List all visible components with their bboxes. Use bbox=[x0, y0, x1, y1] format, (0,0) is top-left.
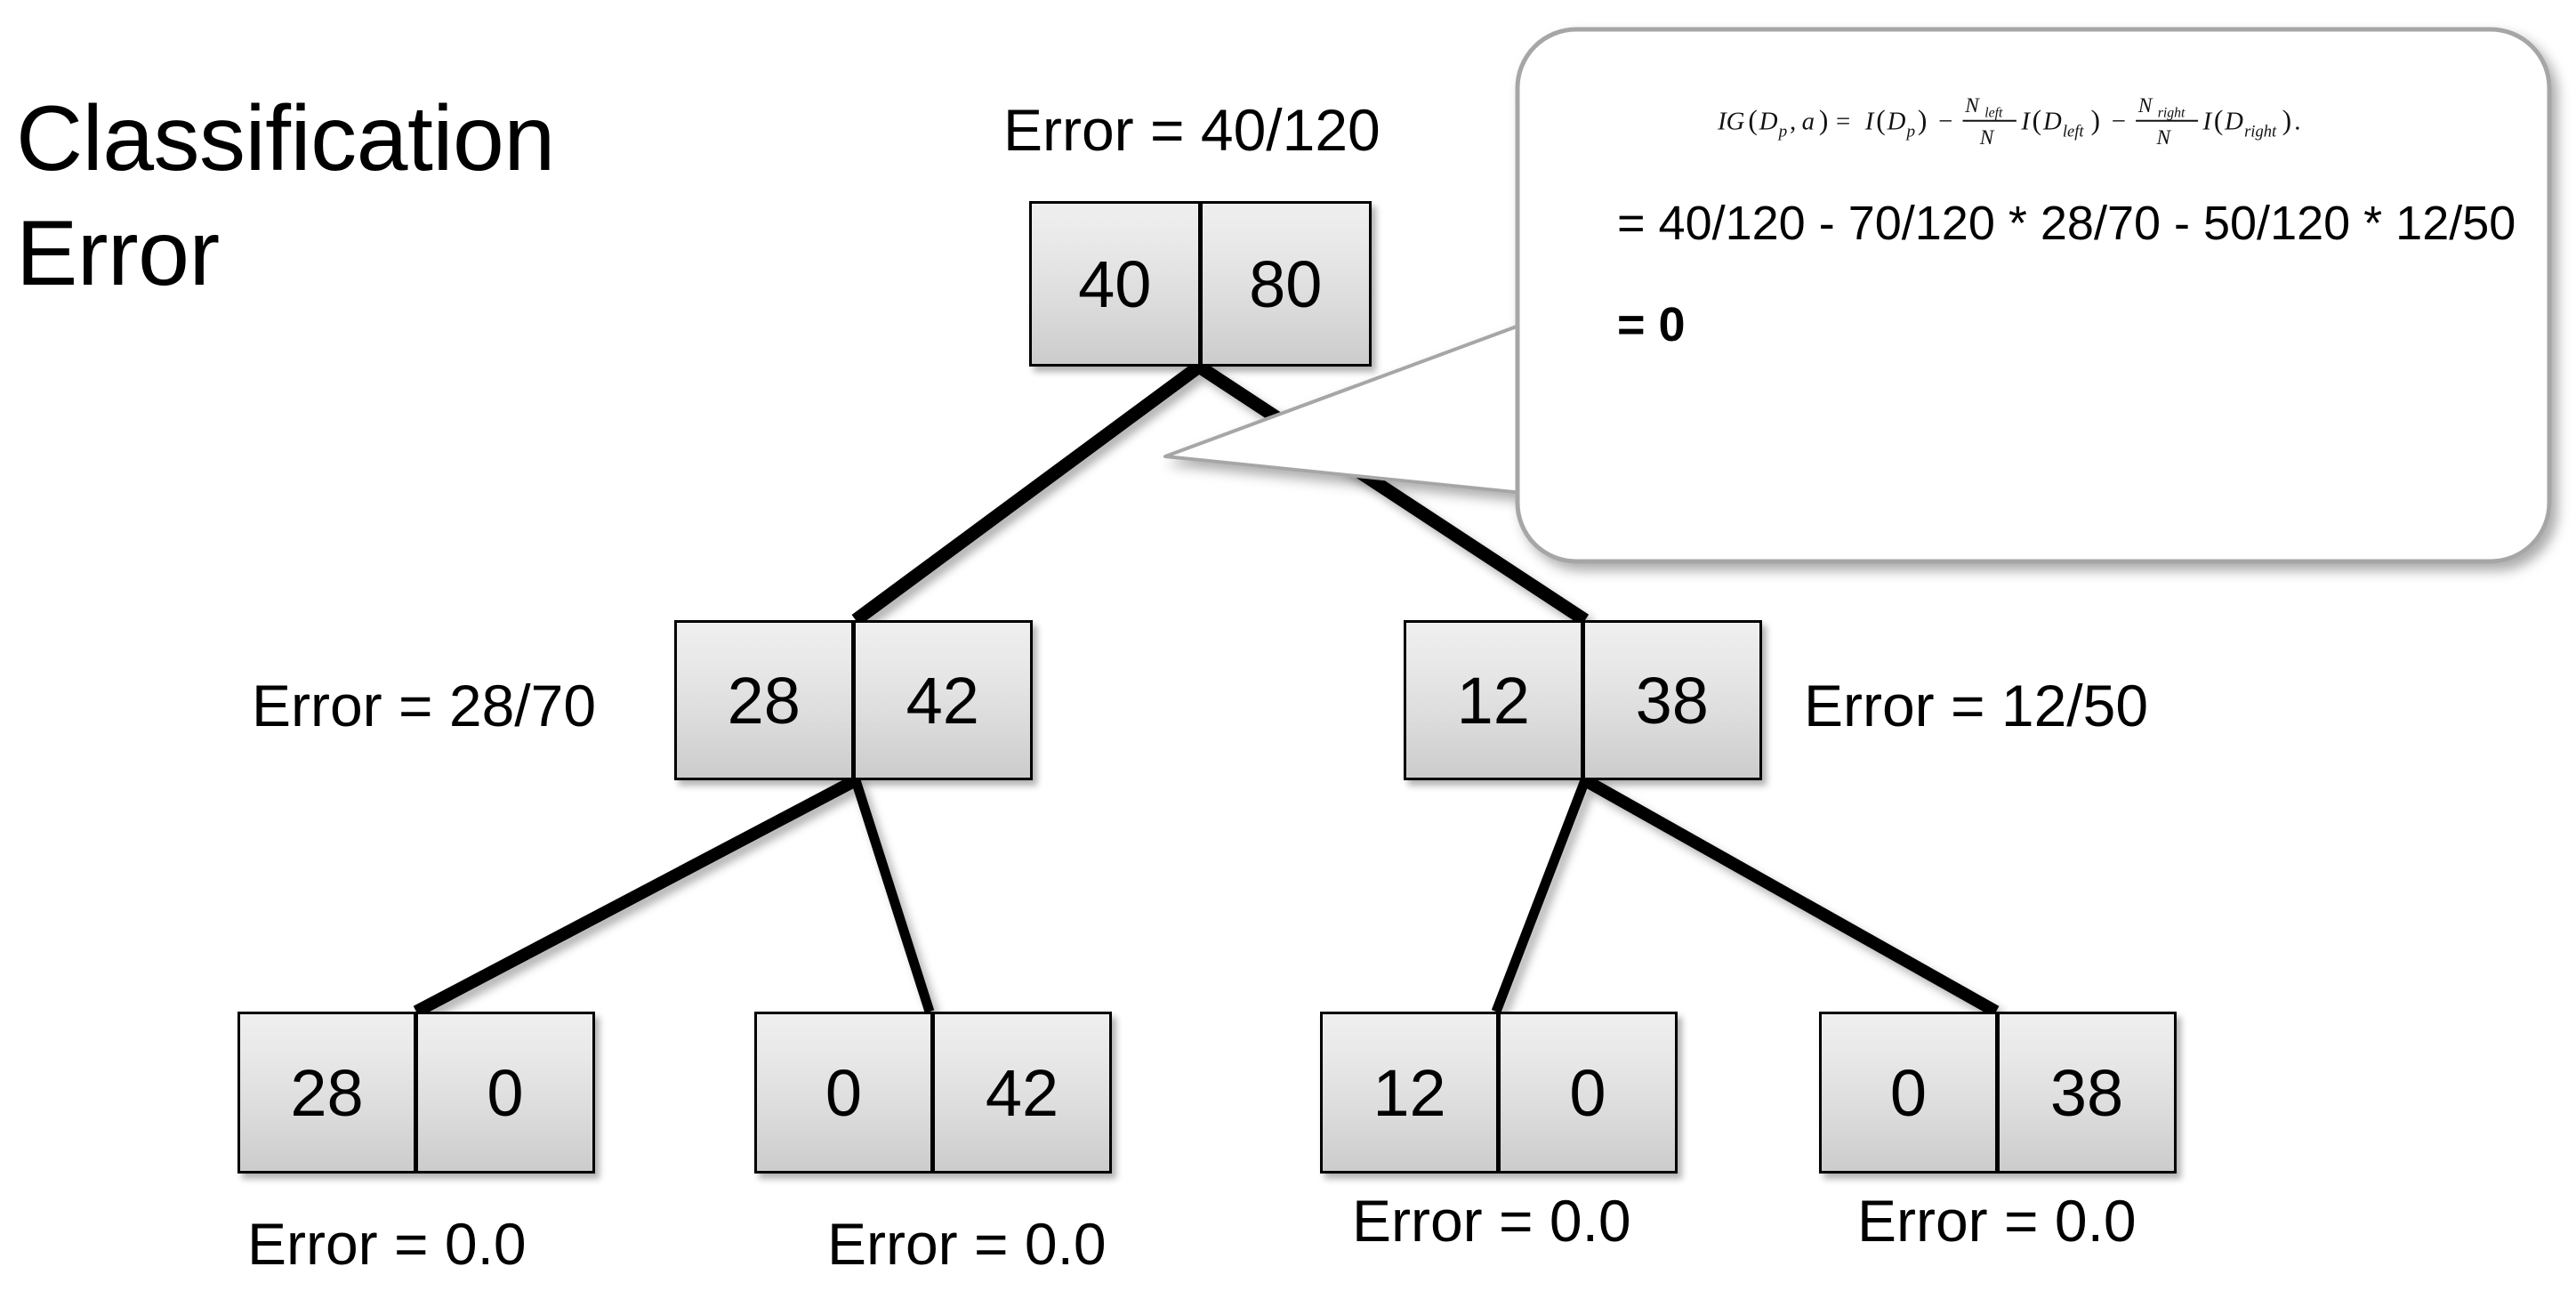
svg-text:(: ( bbox=[2214, 104, 2224, 135]
svg-text:): ) bbox=[2282, 104, 2292, 135]
node-root[interactable]: 40 80 bbox=[1029, 201, 1372, 367]
svg-text:(: ( bbox=[1876, 104, 1886, 135]
node-leaf-1[interactable]: 28 0 bbox=[237, 1012, 595, 1174]
edge-right-to-leaf4 bbox=[1582, 774, 2000, 1018]
edge-root-to-right bbox=[1195, 360, 1590, 626]
svg-text:right: right bbox=[2158, 106, 2186, 121]
error-label-root: Error = 40/120 bbox=[1003, 97, 1381, 163]
svg-text:p: p bbox=[1777, 123, 1788, 141]
callout-result-line: = 0 bbox=[1617, 298, 1686, 351]
node-level2-left-right-cell: 42 bbox=[853, 620, 1033, 780]
node-leaf-4[interactable]: 0 38 bbox=[1819, 1012, 2177, 1174]
error-label-leaf-2: Error = 0.0 bbox=[827, 1211, 1107, 1277]
svg-text:): ) bbox=[1819, 104, 1829, 135]
svg-text:N: N bbox=[1979, 126, 1995, 149]
svg-text:N: N bbox=[1964, 94, 1980, 117]
node-leaf-3-right-cell: 0 bbox=[1499, 1012, 1678, 1174]
svg-text:): ) bbox=[1918, 104, 1928, 135]
svg-text:D: D bbox=[2224, 107, 2243, 135]
page-title: Classification Error bbox=[16, 87, 555, 305]
node-leaf-4-left-cell: 0 bbox=[1819, 1012, 1998, 1174]
svg-text:−: − bbox=[2112, 107, 2126, 135]
svg-text:−: − bbox=[1938, 107, 1952, 135]
svg-text:N: N bbox=[2137, 94, 2153, 117]
edge-left-to-leaf2 bbox=[850, 779, 935, 1013]
node-root-right-cell: 80 bbox=[1200, 201, 1372, 367]
svg-text:I: I bbox=[2020, 107, 2031, 135]
svg-text:a: a bbox=[1802, 107, 1815, 135]
edge-left-to-leaf1 bbox=[413, 774, 859, 1018]
node-level2-right-left-cell: 12 bbox=[1404, 620, 1583, 780]
edge-right-to-leaf3 bbox=[1491, 779, 1590, 1013]
svg-text:IG: IG bbox=[1717, 107, 1745, 135]
svg-text:D: D bbox=[2042, 107, 2062, 135]
node-leaf-3-left-cell: 12 bbox=[1320, 1012, 1499, 1174]
node-leaf-1-right-cell: 0 bbox=[416, 1012, 595, 1174]
error-label-level2-right: Error = 12/50 bbox=[1804, 673, 2149, 738]
svg-text:=: = bbox=[1836, 107, 1850, 135]
error-label-leaf-3: Error = 0.0 bbox=[1352, 1188, 1631, 1254]
callout-calculation-line: = 40/120 - 70/120 * 28/70 - 50/120 * 12/… bbox=[1617, 197, 2516, 250]
node-root-left-cell: 40 bbox=[1029, 201, 1201, 367]
node-level2-right[interactable]: 12 38 bbox=[1404, 620, 1762, 780]
node-level2-left[interactable]: 28 42 bbox=[674, 620, 1033, 780]
callout-body bbox=[1515, 27, 2552, 564]
node-leaf-3[interactable]: 12 0 bbox=[1320, 1012, 1678, 1174]
information-gain-formula: IG ( D p , a ) = I ( D p ) − N left bbox=[1717, 94, 2300, 149]
callout-content: IG ( D p , a ) = I ( D p ) − N left bbox=[1557, 85, 2544, 352]
node-leaf-2-left-cell: 0 bbox=[754, 1012, 933, 1174]
svg-text:(: ( bbox=[2033, 104, 2042, 135]
svg-text:N: N bbox=[2155, 126, 2171, 149]
node-level2-left-left-cell: 28 bbox=[674, 620, 854, 780]
svg-text:left: left bbox=[2063, 124, 2084, 141]
error-label-leaf-4: Error = 0.0 bbox=[1857, 1188, 2137, 1254]
node-level2-right-right-cell: 38 bbox=[1582, 620, 1762, 780]
svg-text:.: . bbox=[2294, 107, 2300, 135]
svg-text:I: I bbox=[1864, 107, 1875, 135]
svg-text:D: D bbox=[1759, 107, 1778, 135]
edge-root-to-left bbox=[851, 360, 1203, 626]
svg-text:I: I bbox=[2202, 107, 2213, 135]
node-leaf-2-right-cell: 42 bbox=[933, 1012, 1112, 1174]
node-leaf-4-right-cell: 38 bbox=[1998, 1012, 2177, 1174]
svg-text:p: p bbox=[1905, 123, 1916, 141]
svg-text:right: right bbox=[2244, 124, 2277, 141]
svg-text:D: D bbox=[1887, 107, 1906, 135]
error-label-level2-left: Error = 28/70 bbox=[252, 673, 597, 738]
svg-text:,: , bbox=[1790, 107, 1796, 135]
node-leaf-2[interactable]: 0 42 bbox=[754, 1012, 1112, 1174]
svg-text:(: ( bbox=[1748, 104, 1758, 135]
node-leaf-1-left-cell: 28 bbox=[237, 1012, 416, 1174]
error-label-leaf-1: Error = 0.0 bbox=[247, 1211, 527, 1277]
svg-text:): ) bbox=[2090, 104, 2100, 135]
svg-text:left: left bbox=[1984, 106, 2003, 121]
